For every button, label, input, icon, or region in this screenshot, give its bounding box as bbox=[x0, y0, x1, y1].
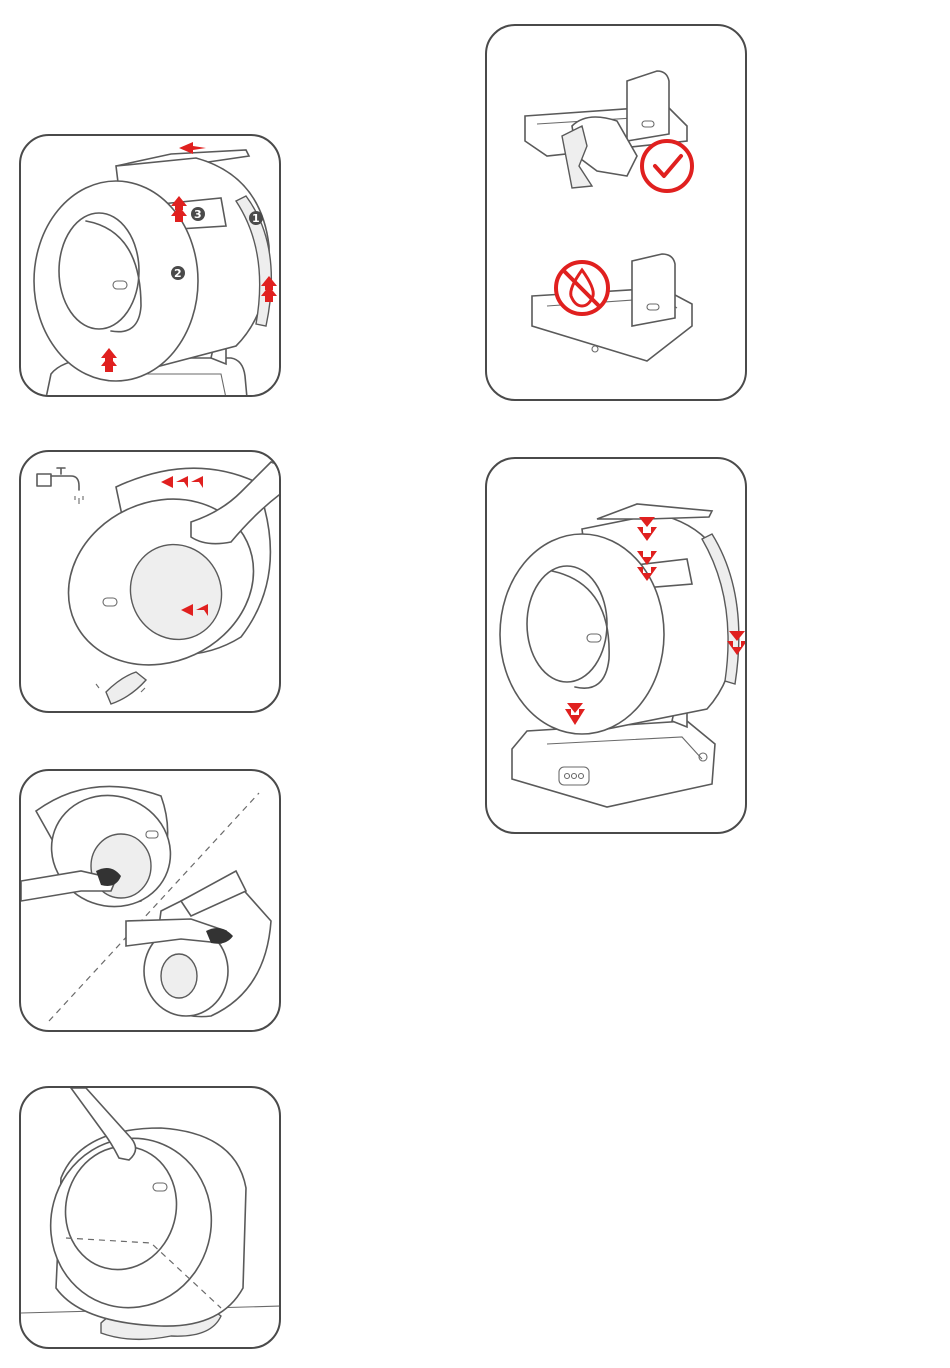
drum-opening bbox=[527, 566, 607, 682]
panel-clean-base bbox=[485, 24, 747, 401]
base-unit bbox=[512, 721, 715, 807]
faucet-icon bbox=[37, 468, 83, 504]
illustration-dry-drum bbox=[21, 1088, 281, 1349]
panel-rinse-drum bbox=[19, 450, 281, 713]
illustration-remove-parts: 1 2 3 bbox=[21, 136, 281, 397]
step-marker-2-label: 2 bbox=[174, 267, 182, 280]
step-marker-1-label: 1 bbox=[252, 212, 260, 225]
check-circle-icon bbox=[642, 141, 692, 191]
base-tower bbox=[627, 71, 669, 141]
illustration-rinse-drum bbox=[21, 452, 281, 713]
panel-dry-drum bbox=[19, 1086, 281, 1349]
illustration-reassemble bbox=[487, 459, 747, 834]
panel-reassemble bbox=[485, 457, 747, 834]
no-water-icon bbox=[556, 262, 608, 314]
top-lid bbox=[597, 504, 712, 519]
water-splash bbox=[106, 672, 146, 704]
panel-wipe-inside bbox=[19, 769, 281, 1032]
drum-opening bbox=[59, 213, 139, 329]
step-marker-3-label: 3 bbox=[194, 208, 202, 221]
base-tower-2 bbox=[632, 254, 675, 326]
illustration-wipe-inside bbox=[21, 771, 281, 1032]
illustration-clean-base bbox=[487, 26, 747, 401]
panel-remove-parts: 1 2 3 bbox=[19, 134, 281, 397]
